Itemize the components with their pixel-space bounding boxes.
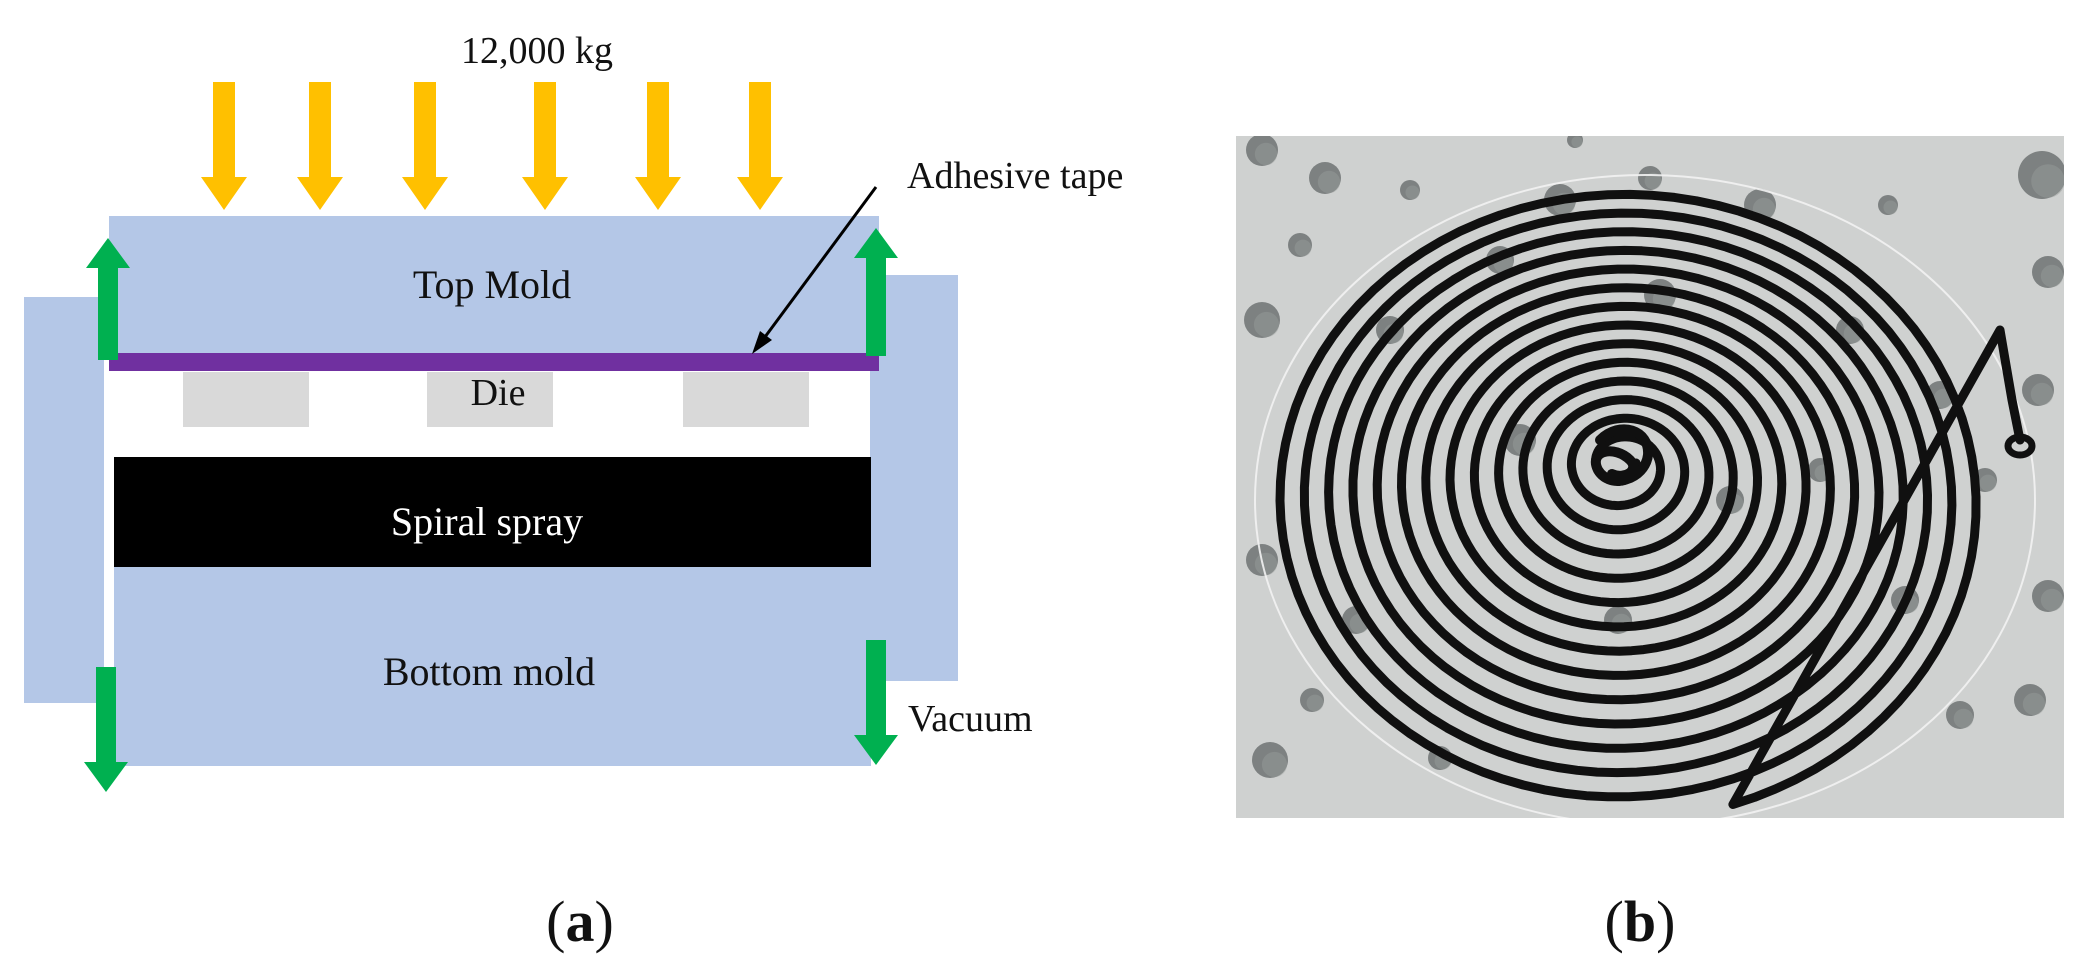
spiral-spray-label: Spiral spray xyxy=(391,499,583,544)
spiral-spray xyxy=(114,457,871,567)
force-arrow-3 xyxy=(402,82,448,210)
left-side-chamber xyxy=(24,297,104,703)
adhesive-pointer-arrow xyxy=(752,186,878,354)
vacuum-arrow-up-left xyxy=(86,238,130,360)
caption-a: (a) xyxy=(546,889,614,954)
photo-background xyxy=(1236,136,2064,818)
spiral-photo xyxy=(1236,136,2064,818)
spiral-tube-end xyxy=(2004,433,2036,459)
vacuum-arrow-down-right xyxy=(854,640,898,765)
caption-b-letter: b xyxy=(1624,889,1656,954)
force-arrows xyxy=(201,82,783,210)
die-2 xyxy=(427,372,553,427)
vacuum-arrow-down-left xyxy=(84,667,128,792)
caption-b-open: ( xyxy=(1605,889,1624,954)
bottom-mold xyxy=(114,566,871,766)
adhesive-tape xyxy=(109,353,879,371)
force-arrow-6 xyxy=(737,82,783,210)
top-mold-label: Top Mold xyxy=(413,262,571,307)
die-label: Die xyxy=(471,372,526,414)
caption-b-close: ) xyxy=(1656,889,1675,954)
force-arrow-5 xyxy=(635,82,681,210)
spiral-center-knot xyxy=(1590,424,1654,486)
force-label: 12,000 kg xyxy=(461,30,613,72)
force-arrow-4 xyxy=(522,82,568,210)
vacuum-label: Vacuum xyxy=(908,698,1033,740)
panel-b: (b) xyxy=(1236,136,2064,954)
spiral-tube xyxy=(1275,189,2025,809)
force-arrow-2 xyxy=(297,82,343,210)
top-mold xyxy=(109,216,879,356)
vacuum-arrow-up-right xyxy=(854,228,898,356)
vacuum-arrows xyxy=(84,228,898,792)
die-1 xyxy=(183,372,309,427)
force-arrow-1 xyxy=(201,82,247,210)
panel-a: 12,000 kg Adhesive tape Top Mold Die Spi… xyxy=(24,30,1123,954)
caption-a-open: ( xyxy=(546,889,565,954)
adhesive-tape-label: Adhesive tape xyxy=(907,155,1123,197)
die-3 xyxy=(683,372,809,427)
caption-a-letter: a xyxy=(566,889,595,954)
caption-b: (b) xyxy=(1605,889,1676,954)
bottom-mold-label: Bottom mold xyxy=(383,649,595,694)
caption-a-close: ) xyxy=(595,889,614,954)
